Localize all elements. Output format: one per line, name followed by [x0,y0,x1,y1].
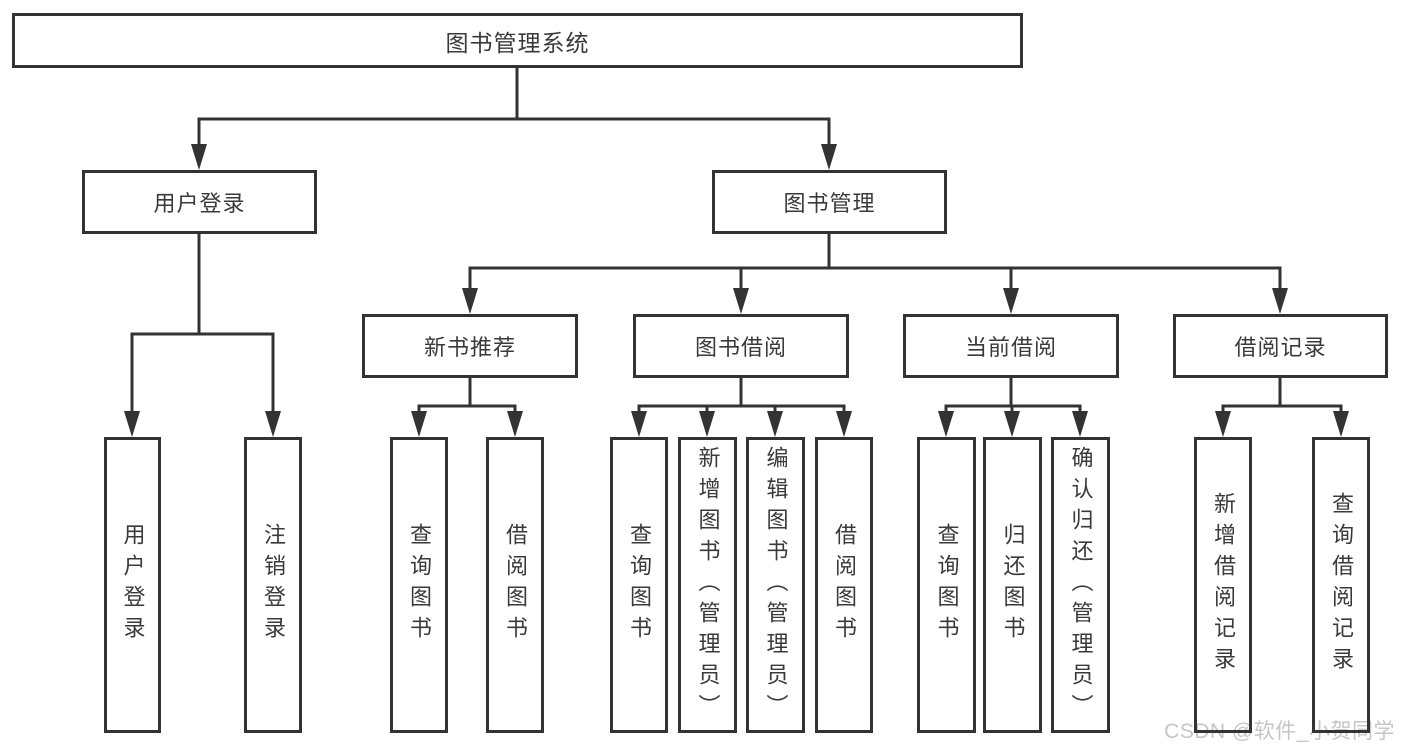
leaf-current-return-books: 归还图书 [983,437,1042,733]
leaf-current-query-books: 查询图书 [917,437,976,733]
leaf-records-query-record: 查询借阅记录 [1312,437,1370,733]
leaf-recommend-borrow-books-label: 借阅图书 [503,523,528,647]
node-root-system: 图书管理系统 [12,13,1023,68]
node-book-borrowing-label: 图书借阅 [694,335,787,360]
leaf-user-login-label: 用户登录 [120,523,146,647]
node-book-borrowing: 图书借阅 [633,314,849,378]
leaf-borrowing-add-books-admin: 新增图书（管理员） [678,437,737,733]
leaf-borrowing-query-books-label: 查询图书 [627,523,652,647]
node-borrowing-records-label: 借阅记录 [1234,335,1327,360]
leaf-recommend-query-books-label: 查询图书 [407,523,432,647]
leaf-current-query-books-label: 查询图书 [934,523,960,647]
leaf-records-query-record-label: 查询借阅记录 [1329,492,1354,678]
leaf-borrowing-edit-books-admin-label: 编辑图书（管理员） [763,445,789,725]
leaf-borrowing-edit-books-admin: 编辑图书（管理员） [746,437,805,733]
leaf-borrowing-borrow-books-label: 借阅图书 [832,523,857,647]
leaf-current-return-books-label: 归还图书 [1000,523,1026,647]
node-new-book-recommend-label: 新书推荐 [423,335,516,360]
leaf-borrowing-query-books: 查询图书 [610,437,668,733]
arrowheads [124,144,1349,437]
node-book-management-label: 图书管理 [783,191,876,216]
node-new-book-recommend: 新书推荐 [362,314,578,378]
leaf-current-confirm-return-admin: 确认归还（管理员） [1051,437,1110,733]
node-root-label: 图书管理系统 [445,29,590,56]
node-book-management: 图书管理 [712,170,947,234]
leaf-recommend-borrow-books: 借阅图书 [486,437,544,733]
leaf-logout: 注销登录 [244,437,302,733]
leaf-borrowing-add-books-admin-label: 新增图书（管理员） [695,445,721,725]
node-user-login: 用户登录 [82,170,317,234]
leaf-borrowing-borrow-books: 借阅图书 [815,437,873,733]
leaf-records-add-record-label: 新增借阅记录 [1211,492,1236,678]
node-current-borrowing-label: 当前借阅 [964,335,1057,360]
leaf-user-login: 用户登录 [104,437,161,733]
leaf-records-add-record: 新增借阅记录 [1194,437,1252,733]
leaf-current-confirm-return-admin-label: 确认归还（管理员） [1068,445,1094,725]
csdn-watermark: CSDN @软件_小贺同学 [1164,720,1395,743]
node-current-borrowing: 当前借阅 [903,314,1119,378]
leaf-logout-label: 注销登录 [261,523,286,647]
node-borrowing-records: 借阅记录 [1173,314,1388,378]
leaf-recommend-query-books: 查询图书 [390,437,448,733]
node-user-login-label: 用户登录 [153,191,246,216]
